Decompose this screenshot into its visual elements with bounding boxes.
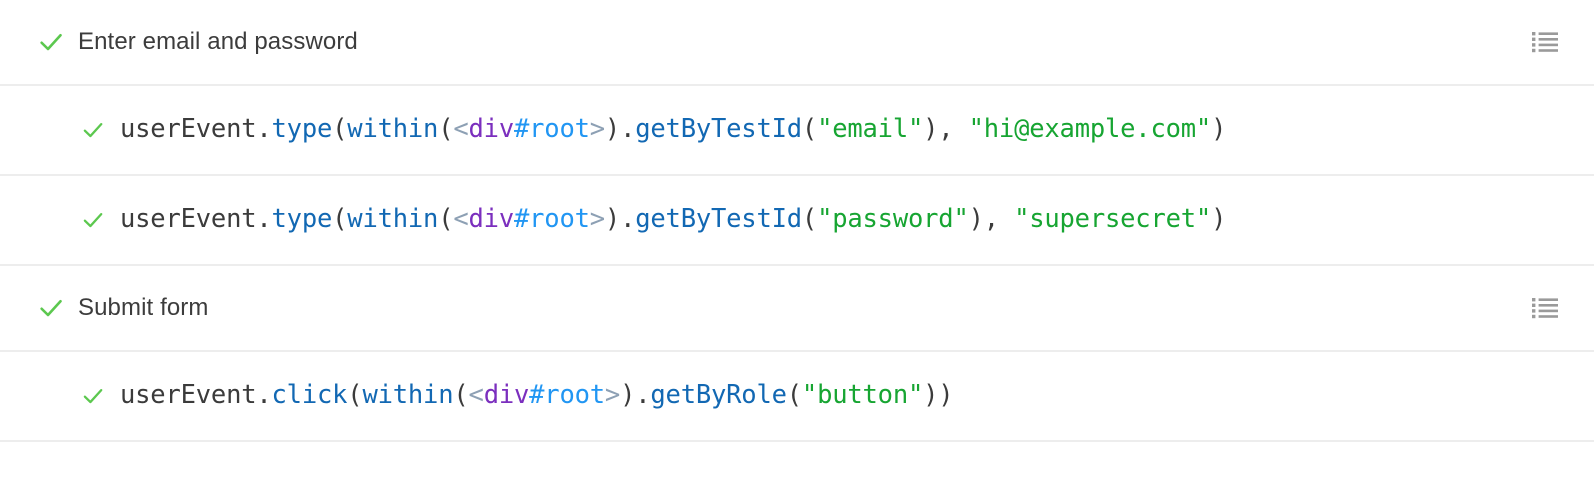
code-token: ) (620, 380, 636, 411)
code-token: < (468, 380, 484, 411)
code-token: > (589, 114, 605, 145)
code-token: getByRole (650, 380, 787, 411)
code-token: ( (801, 204, 818, 235)
step-code-row[interactable]: userEvent.type(within(<div#root>).getByT… (0, 176, 1594, 266)
code-token: userEvent (120, 204, 257, 235)
step-title: Enter email and password (78, 28, 358, 55)
step-code-row[interactable]: userEvent.click(within(<div#root>).getBy… (0, 352, 1594, 442)
code-token: #root (529, 380, 605, 411)
code-token: ( (453, 380, 469, 411)
code-token: ) (1211, 114, 1227, 145)
code-token: type (271, 204, 333, 235)
step-group-row[interactable]: Enter email and password (0, 0, 1594, 86)
code-token: ) (604, 114, 621, 145)
code-token: . (256, 204, 272, 235)
check-icon (80, 207, 106, 233)
code-token: #root (514, 114, 590, 145)
code-token: ( (438, 114, 454, 145)
step-code-row[interactable]: userEvent.type(within(<div#root>).getByT… (0, 86, 1594, 176)
step-code: userEvent.click(within(<div#root>).getBy… (120, 380, 954, 411)
step-group-row[interactable]: Submit form (0, 266, 1594, 352)
code-token: . (620, 114, 636, 145)
code-token: ( (347, 380, 363, 411)
code-token: type (271, 114, 333, 145)
code-token: div (468, 204, 515, 235)
code-token: "password" (817, 204, 969, 235)
step-code: userEvent.type(within(<div#root>).getByT… (120, 207, 1226, 233)
code-token: within (347, 204, 439, 235)
code-token: getByTestId (635, 204, 802, 235)
code-token: getByTestId (635, 114, 802, 145)
code-token: within (362, 380, 454, 411)
code-token: )) (923, 380, 954, 411)
code-token: click (271, 380, 348, 411)
code-token: div (483, 380, 530, 411)
code-token: ( (332, 204, 348, 235)
list-icon[interactable] (1532, 31, 1558, 53)
step-title: Submit form (78, 294, 209, 321)
code-token: ( (786, 380, 802, 411)
check-icon (36, 293, 66, 323)
code-token: . (635, 380, 651, 411)
code-token: "hi@example.com" (968, 114, 1212, 145)
code-token: within (347, 114, 439, 145)
code-token: "supersecret" (1014, 204, 1212, 235)
code-token: > (589, 204, 605, 235)
code-token: . (256, 380, 272, 411)
check-icon (36, 27, 66, 57)
code-token: ), (923, 114, 969, 145)
code-token: userEvent (120, 380, 257, 411)
code-token: > (604, 380, 621, 411)
code-token: ( (438, 204, 454, 235)
code-token: ( (332, 114, 348, 145)
code-token: . (620, 204, 636, 235)
list-icon[interactable] (1532, 297, 1558, 319)
code-token: < (453, 114, 469, 145)
code-token: div (468, 114, 515, 145)
code-token: ( (801, 114, 818, 145)
check-icon (80, 117, 106, 143)
code-token: "email" (817, 114, 924, 145)
code-token: . (256, 114, 272, 145)
code-token: ) (604, 204, 621, 235)
code-token: #root (514, 204, 590, 235)
code-token: ) (1211, 204, 1227, 235)
check-icon (80, 383, 106, 409)
code-token: userEvent (120, 114, 257, 145)
code-token: "button" (801, 380, 924, 411)
code-token: < (453, 204, 469, 235)
step-code: userEvent.type(within(<div#root>).getByT… (120, 117, 1226, 143)
code-token: ), (968, 204, 1015, 235)
